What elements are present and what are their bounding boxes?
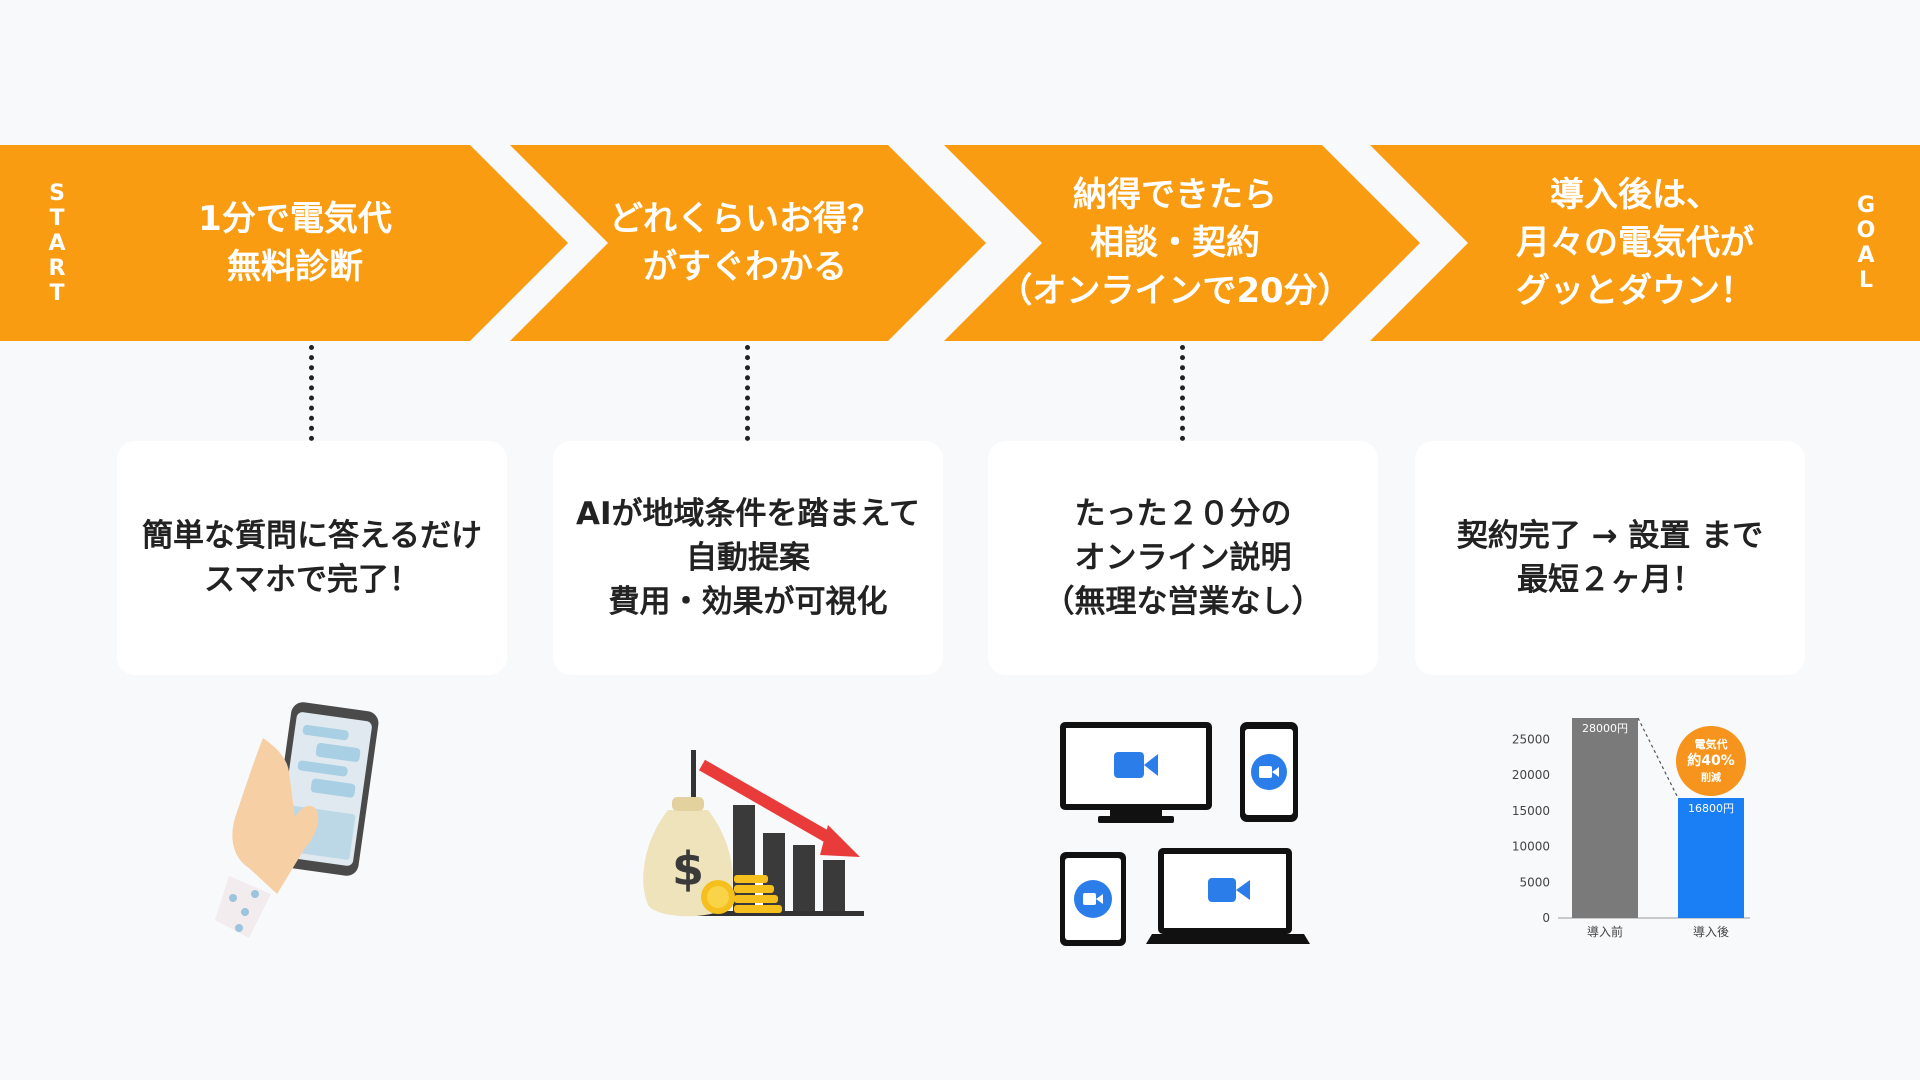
step-4-text: 導入後は、 月々の電気代が グッとダウン！ [1480,145,1790,341]
card-line: AIが地域条件を踏まえて [576,496,920,532]
x-category-label: 導入前 [1587,924,1623,939]
x-category-label: 導入後 [1693,925,1729,939]
flow-arrows [0,145,1920,341]
step-line: がすぐわかる [643,247,847,287]
bar-value-label: 28000円 [1582,722,1628,735]
card-line: 契約完了 → 設置 まで [1456,518,1764,554]
step-3-text: 納得できたら 相談・契約 （オンラインで20分） [998,145,1351,341]
card-line: 簡単な質問に答えるだけ [141,518,483,554]
savings-bar-chart: 0 5000 10000 15000 20000 25000 28000円導入前 16800円… [1500,700,1760,950]
connector-3 [1180,345,1185,441]
y-tick-label: 5000 [1519,875,1550,889]
card-line: （無理な営業なし） [1043,584,1323,620]
reduction-connector [1637,717,1679,799]
step-line: グッとダウン！ [1516,271,1754,311]
arrow-step-3 [944,145,1420,341]
card-step-1: 簡単な質問に答えるだけ スマホで完了！ [117,441,507,675]
step-line: 相談・契約 [1090,223,1260,263]
bar-value-label: 16800円 [1688,802,1734,815]
step-1-text: 1分で電気代 無料診断 [160,145,430,341]
y-tick-label: 25000 [1512,732,1550,746]
y-tick-label: 0 [1542,911,1550,925]
connector-1 [309,345,314,441]
y-tick-label: 15000 [1512,804,1550,818]
step-line: 納得できたら [1073,175,1277,215]
card-line: スマホで完了！ [203,562,421,598]
badge-line-3: 削減 [1701,772,1721,784]
card-line: オンライン説明 [1074,540,1292,576]
y-tick-label: 10000 [1512,840,1550,854]
card-step-2: AIが地域条件を踏まえて 自動提案 費用・効果が可視化 [553,441,943,675]
arrow-step-4 [1370,145,1920,341]
card-line: 自動提案 [686,540,810,576]
card-step-4: 契約完了 → 設置 まで 最短２ヶ月！ [1415,441,1805,675]
svg-text:$: $ [672,842,704,896]
badge-line-1: 電気代 [1694,737,1728,751]
step-line: （オンラインで20分） [998,271,1352,311]
step-line: 導入後は、 [1550,175,1720,215]
bar-2 [1678,798,1744,918]
money-bag-falling-chart-icon: $ [643,750,864,917]
hand-holding-smartphone-icon [215,702,379,938]
step-2-text: どれくらいお得？ がすぐわかる [600,145,890,341]
video-call-devices-icon [1060,722,1310,946]
step-line: どれくらいお得？ [609,199,881,239]
card-line: たった２０分の [1074,496,1292,532]
arrow-step-2 [510,145,986,341]
step-line: 1分で電気代 [198,199,392,239]
arrow-step-1 [0,145,568,341]
y-tick-label: 20000 [1512,768,1550,782]
card-step-3: たった２０分の オンライン説明 （無理な営業なし） [988,441,1378,675]
card-line: 最短２ヶ月！ [1517,562,1703,598]
savings-badge: 電気代 約40% 削減 [1676,726,1746,796]
bar-1 [1572,718,1638,918]
badge-line-2: 約40% [1687,752,1735,769]
step-line: 無料診断 [227,247,363,287]
connector-2 [745,345,750,441]
step-line: 月々の電気代が [1516,223,1754,263]
card-line: 費用・効果が可視化 [608,584,888,620]
